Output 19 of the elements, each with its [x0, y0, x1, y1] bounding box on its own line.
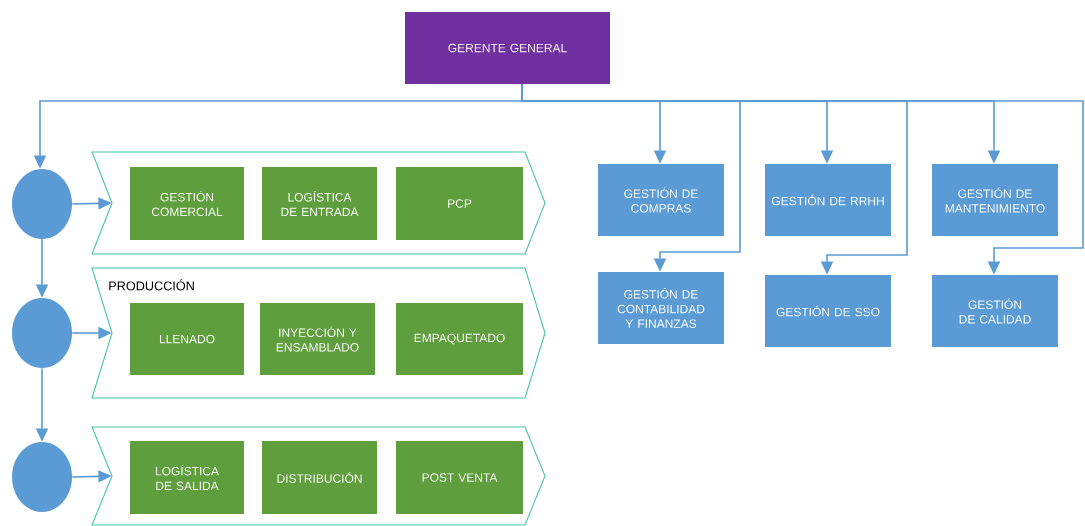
- department-box: GESTIÓN DE MANTENIMIENTO: [932, 164, 1058, 236]
- department-box: GESTIÓN DE CALIDAD: [932, 275, 1058, 347]
- process-box: GESTIÓN COMERCIAL: [130, 167, 244, 240]
- process-box: DISTRIBUCIÓN: [262, 441, 377, 514]
- process-box: POST VENTA: [396, 441, 523, 514]
- department-box: GESTIÓN DE RRHH: [765, 164, 891, 236]
- circle: [12, 298, 72, 368]
- process-box: EMPAQUETADO: [396, 303, 523, 375]
- process-box: PCP: [396, 167, 523, 240]
- manager-box: GERENTE GENERAL: [405, 12, 610, 84]
- process-box: LOGÍSTICA DE ENTRADA: [262, 167, 377, 240]
- department-box: GESTIÓN DE COMPRAS: [598, 164, 724, 236]
- process-box: LOGÍSTICA DE SALIDA: [130, 441, 244, 514]
- process-box: INYECCIÓN Y ENSAMBLADO: [260, 303, 375, 375]
- department-box: GESTIÓN DE SSO: [765, 275, 891, 347]
- department-box: GESTIÓN DE CONTABILIDAD Y FINANZAS: [598, 272, 724, 344]
- circle: [12, 442, 72, 512]
- process-box: LLENADO: [130, 303, 244, 375]
- circle: [12, 169, 72, 239]
